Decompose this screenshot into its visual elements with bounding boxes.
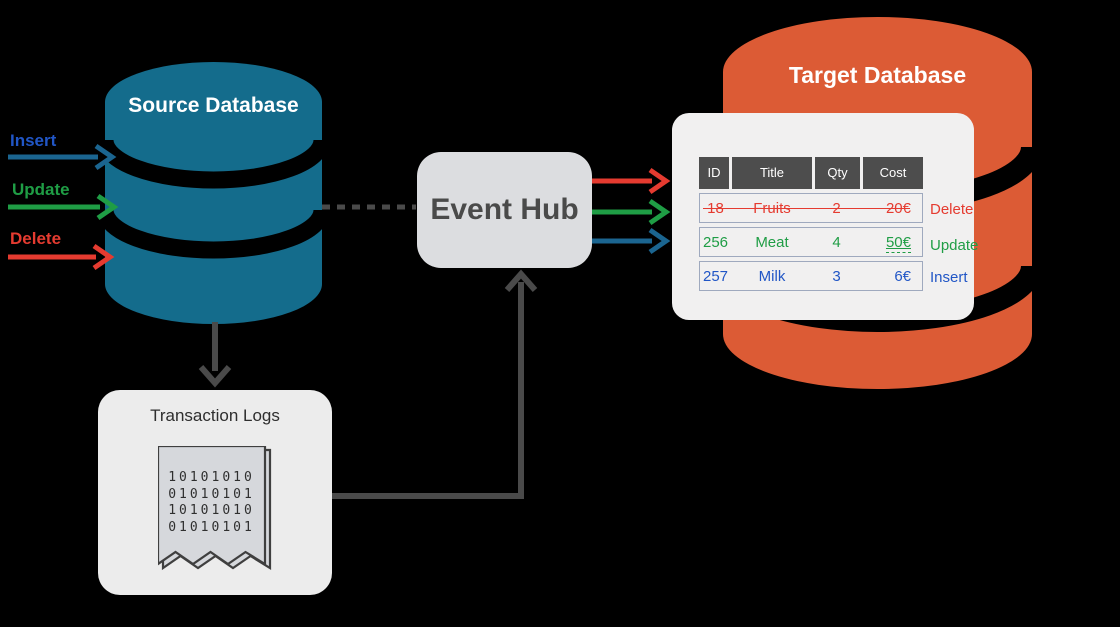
header-cell-id: ID (699, 157, 729, 189)
table-row-inserted: 257 Milk 3 6€ (699, 261, 923, 291)
row-operation-delete: Delete (930, 201, 974, 218)
table-header-row: ID Title Qty Cost (699, 157, 923, 189)
receipt-paper-icon (158, 446, 272, 571)
target-table-card: ID Title Qty Cost 18 Fruits 2 20€ 256 Me… (672, 113, 978, 320)
transaction-logs-box: Transaction Logs 10101010 01010101 10101… (98, 390, 332, 595)
binary-line: 01010101 (168, 519, 255, 535)
hub-update-arrow (592, 198, 671, 226)
hub-insert-arrow (592, 227, 671, 255)
logs-to-hub-arrow (332, 269, 538, 499)
event-hub-label: Event Hub (430, 193, 579, 226)
transaction-logs-title: Transaction Logs (150, 406, 280, 425)
row-operation-insert: Insert (930, 269, 968, 286)
binary-log-lines: 10101010 01010101 10101010 01010101 (158, 470, 265, 536)
cell-id: 257 (702, 267, 729, 285)
insert-arrow (8, 143, 117, 171)
header-cell-title: Title (732, 157, 812, 189)
header-cell-qty: Qty (815, 157, 860, 189)
cell-qty: 3 (832, 267, 841, 285)
delete-label: Delete (10, 229, 62, 248)
binary-line: 01010101 (168, 486, 255, 502)
cell-cost-changed: 50€ (885, 233, 911, 253)
insert-label: Insert (10, 131, 57, 150)
database-cylinder-icon (96, 62, 331, 324)
update-arrow (8, 193, 119, 221)
cell-cost: 6€ (894, 267, 911, 285)
cell-id: 256 (702, 233, 729, 251)
cell-title: Milk (758, 267, 786, 285)
target-database-title: Target Database (788, 62, 967, 88)
hub-delete-arrow (592, 167, 671, 195)
source-database: Source Database (96, 62, 331, 324)
source-to-logs-arrow (198, 322, 232, 388)
binary-line: 10101010 (168, 503, 255, 518)
update-label: Update (12, 180, 70, 199)
receipt-icon: 10101010 01010101 10101010 01010101 (158, 446, 272, 574)
strikethrough-line (703, 208, 910, 209)
cell-title: Meat (755, 233, 789, 251)
source-database-title: Source Database (128, 94, 299, 117)
delete-arrow (8, 243, 115, 271)
binary-line: 10101010 (168, 470, 255, 485)
event-hub-box: Event Hub (417, 152, 592, 268)
table-row-deleted: 18 Fruits 2 20€ (699, 193, 923, 223)
row-operation-update: Update (930, 237, 979, 254)
table-row-updated: 256 Meat 4 50€ (699, 227, 923, 257)
cell-qty: 4 (832, 233, 841, 251)
header-cell-cost: Cost (863, 157, 923, 189)
